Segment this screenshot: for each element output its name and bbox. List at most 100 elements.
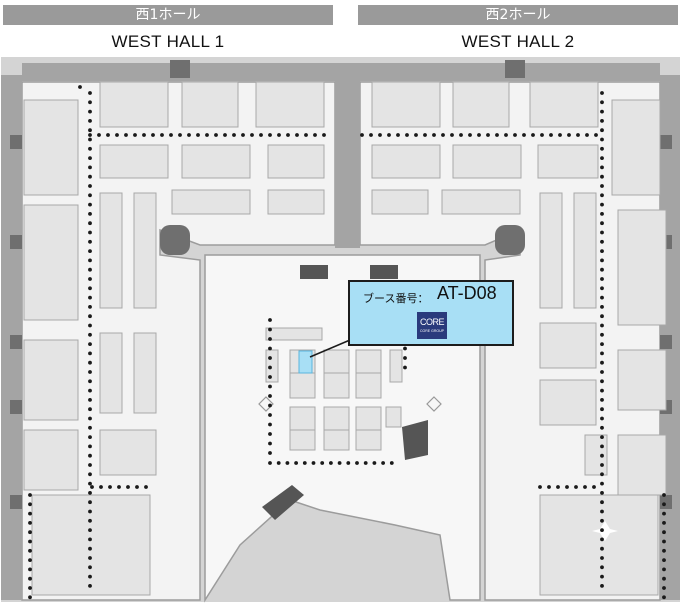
aisle-dot xyxy=(549,133,553,137)
aisle-dot xyxy=(108,485,112,489)
aisle-dot xyxy=(600,565,604,570)
north-wall xyxy=(1,63,680,600)
aisle-dot xyxy=(88,277,92,281)
aisle-dot xyxy=(662,511,666,516)
aisle-dot xyxy=(88,193,92,198)
aisle-dot xyxy=(28,576,32,581)
aisle-dot xyxy=(28,530,32,535)
aisle-dot xyxy=(600,239,604,244)
info-markers xyxy=(258,396,442,412)
aisle-dot xyxy=(268,133,272,137)
aisle-dot xyxy=(276,461,281,465)
aisle-dot xyxy=(88,212,92,216)
aisle-dot xyxy=(88,398,92,402)
aisle-dot xyxy=(88,537,92,542)
aisle-dot xyxy=(117,485,121,489)
aisle-dot xyxy=(583,485,587,489)
aisle-dot xyxy=(268,461,272,465)
aisle-dot xyxy=(187,133,191,137)
aisle-dot xyxy=(88,230,92,235)
aisle-dot xyxy=(97,133,101,137)
aisle-dot xyxy=(126,485,130,489)
aisle-dot xyxy=(600,156,604,160)
aisle-dot xyxy=(600,137,604,142)
aisle-dot xyxy=(600,491,604,495)
aisle-dot xyxy=(88,249,92,254)
aisle-dot xyxy=(600,518,604,523)
aisle-dot xyxy=(432,133,436,137)
aisle-dot xyxy=(142,133,146,137)
aisle-dot xyxy=(88,453,92,458)
aisle-dot xyxy=(268,356,272,360)
aisle-dot xyxy=(268,318,272,322)
aisle-dot xyxy=(88,528,92,532)
aisle-dot xyxy=(88,267,92,272)
west-hall-1-title: WEST HALL 1 xyxy=(111,32,225,51)
aisle-dot xyxy=(277,133,281,137)
aisle-dot xyxy=(99,485,103,489)
aisle-dot xyxy=(133,133,137,137)
callout-pointer xyxy=(309,339,351,358)
logo-subtext: CORE GROUP xyxy=(420,329,444,333)
aisle-dot xyxy=(268,346,272,351)
aisle-dot xyxy=(565,485,569,489)
aisle-dot xyxy=(363,461,368,465)
aisle-dot xyxy=(223,133,227,137)
aisle-dot xyxy=(88,556,92,560)
aisle-dot xyxy=(88,388,92,393)
aisle-dot xyxy=(662,558,666,562)
aisle-dot xyxy=(495,133,499,137)
aisle-dot xyxy=(88,444,92,449)
aisle-dot xyxy=(600,305,604,309)
exhibitor-logo: CORE CORE GROUP xyxy=(417,312,447,339)
aisle-dot xyxy=(28,502,32,507)
aisle-dot xyxy=(88,128,92,133)
aisle-dot xyxy=(178,133,182,137)
aisle-dot xyxy=(567,133,571,137)
aisle-dot xyxy=(600,174,604,179)
aisle-dot xyxy=(378,133,382,137)
aisle-dot xyxy=(441,133,445,137)
highlighted-booth[interactable] xyxy=(298,350,313,374)
aisle-dot xyxy=(547,485,551,489)
aisle-dot xyxy=(556,485,560,489)
aisle-dot xyxy=(600,398,604,402)
aisle-dot xyxy=(600,351,604,356)
aisle-dot xyxy=(88,133,92,137)
aisle-dot xyxy=(88,379,92,384)
aisle-dot xyxy=(196,133,200,137)
aisle-dot xyxy=(320,461,325,465)
aisle-dot xyxy=(28,539,32,544)
aisle-dot xyxy=(313,133,317,137)
aisle-dot xyxy=(88,407,92,412)
aisle-dot xyxy=(600,314,604,319)
aisle-dot xyxy=(600,360,604,365)
aisle-dot xyxy=(250,133,254,137)
aisle-dot xyxy=(88,184,92,188)
aisle-dot xyxy=(423,133,427,137)
aisle-dot xyxy=(88,174,92,179)
aisle-dot xyxy=(28,586,32,590)
aisle-dot xyxy=(600,444,604,449)
aisle-dot xyxy=(585,133,589,137)
aisle-dot xyxy=(662,548,666,553)
aisle-dot xyxy=(268,375,272,379)
aisle-dot xyxy=(88,146,92,151)
aisle-dot xyxy=(662,493,666,497)
aisle-dot xyxy=(88,416,92,421)
aisle-dot xyxy=(600,509,604,514)
aisle-dot xyxy=(372,461,377,465)
aisle-dot xyxy=(88,323,92,328)
aisle-dot xyxy=(369,133,373,137)
booth-code: AT-D08 xyxy=(437,283,497,303)
aisle-dot xyxy=(600,435,604,439)
aisle-dot xyxy=(88,360,92,365)
aisle-dot xyxy=(115,133,119,137)
aisle-dot xyxy=(522,133,526,137)
aisle-dot xyxy=(286,133,290,137)
aisle-dot xyxy=(600,193,604,198)
aisle-dot xyxy=(106,133,110,137)
aisle-dot xyxy=(28,595,32,600)
aisle-dot xyxy=(600,528,604,532)
aisle-dot xyxy=(574,485,578,489)
